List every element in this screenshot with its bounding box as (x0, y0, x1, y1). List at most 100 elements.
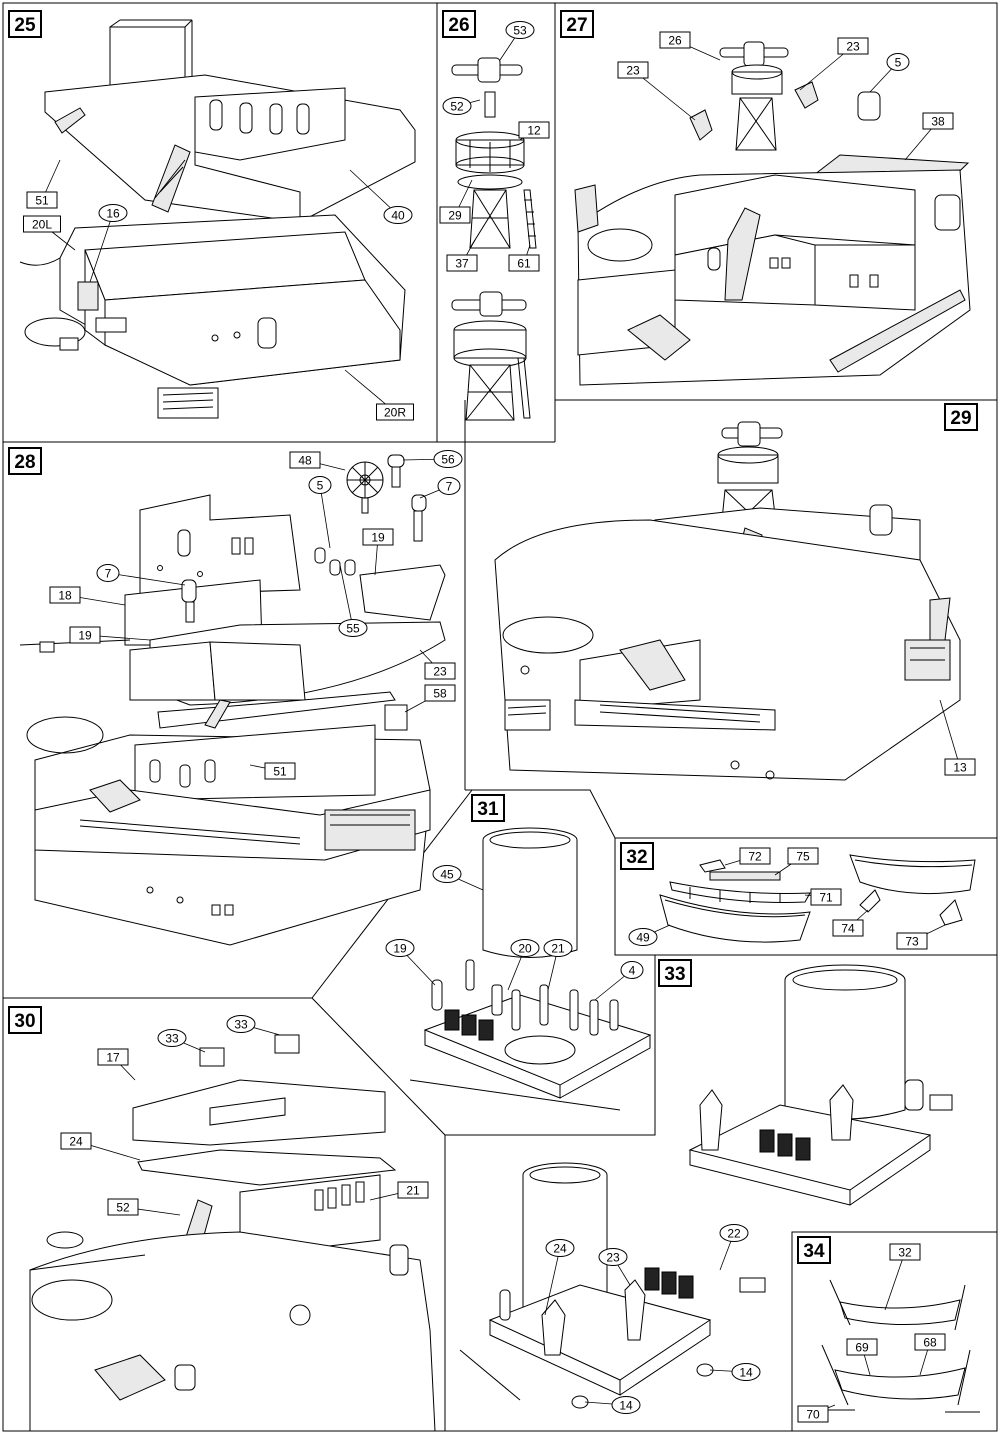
part-number: 56 (441, 453, 455, 467)
part-label-24: 24 (545, 1239, 575, 1257)
part-number: 52 (450, 100, 464, 114)
part-label-71: 71 (810, 888, 842, 906)
step-29-drawing (494, 421, 961, 781)
part-number: 16 (106, 207, 120, 221)
part-number: 14 (739, 1366, 753, 1380)
part-label-21: 21 (543, 939, 573, 957)
part-label-74: 74 (832, 919, 864, 937)
part-number: 68 (923, 1336, 937, 1350)
part-number: 12 (527, 124, 541, 138)
part-number: 33 (165, 1032, 179, 1046)
part-label-12: 12 (518, 121, 550, 139)
part-label-24: 24 (60, 1132, 92, 1150)
part-number: 58 (433, 687, 447, 701)
step-33-box: 33 (658, 959, 692, 987)
part-label-55: 55 (338, 619, 368, 637)
step-28-box: 28 (8, 447, 42, 475)
part-label-75: 75 (787, 847, 819, 865)
part-label-51: 51 (26, 191, 58, 209)
part-label-23: 23 (424, 662, 456, 680)
part-number: 22 (727, 1227, 741, 1241)
step-number: 31 (477, 799, 499, 820)
part-number: 38 (931, 115, 945, 129)
part-label-23: 23 (837, 37, 869, 55)
part-label-21: 21 (397, 1181, 429, 1199)
step-number: 26 (448, 15, 469, 36)
part-label-5: 5 (308, 476, 332, 494)
part-label-38: 38 (922, 112, 954, 130)
step-34-box: 34 (797, 1236, 831, 1264)
part-number: 29 (448, 209, 462, 223)
step-25-drawing (19, 19, 416, 419)
part-number: 49 (636, 931, 650, 945)
part-number: 23 (626, 64, 640, 78)
part-number: 51 (273, 765, 287, 779)
part-label-69: 69 (846, 1338, 878, 1356)
part-label-52: 52 (107, 1198, 139, 1216)
part-label-37: 37 (446, 254, 478, 272)
part-label-40: 40 (383, 206, 413, 224)
step-30-box: 30 (8, 1006, 42, 1034)
step-28-drawing (19, 454, 446, 946)
step-32-box: 32 (620, 842, 654, 870)
part-label-14: 14 (611, 1396, 641, 1414)
part-number: 21 (551, 942, 565, 956)
part-number: 52 (116, 1201, 130, 1215)
part-number: 19 (78, 629, 92, 643)
part-label-32: 32 (889, 1243, 921, 1261)
part-number: 45 (440, 868, 454, 882)
part-label-26: 26 (659, 31, 691, 49)
part-label-7: 7 (437, 477, 461, 495)
step-29-box: 29 (944, 403, 978, 431)
part-label-53: 53 (505, 21, 535, 39)
part-label-23: 23 (598, 1248, 628, 1266)
part-number: 37 (455, 257, 469, 271)
step-33-drawing (459, 964, 953, 1409)
part-label-19: 19 (385, 939, 415, 957)
part-number: 70 (806, 1408, 820, 1422)
leader-line (319, 484, 331, 549)
step-numbers: 25 26 27 28 29 30 31 32 33 34 (8, 10, 978, 1264)
step-number: 34 (803, 1241, 825, 1262)
part-number: 20 (518, 942, 532, 956)
part-number: 23 (606, 1251, 620, 1265)
step-32-drawing (659, 854, 976, 943)
part-number: 75 (796, 850, 810, 864)
part-label-61: 61 (508, 254, 540, 272)
step-27-box: 27 (560, 10, 594, 38)
step-25-box: 25 (8, 10, 42, 38)
part-number: 13 (953, 761, 967, 775)
part-label-56: 56 (433, 450, 463, 468)
part-label-13: 13 (944, 758, 976, 776)
part-label-33: 33 (157, 1029, 187, 1047)
part-number: 20R (384, 406, 406, 420)
step-number: 29 (950, 408, 971, 429)
part-number: 19 (371, 531, 385, 545)
part-label-4: 4 (620, 961, 644, 979)
part-label-33: 33 (226, 1015, 256, 1033)
part-number: 53 (513, 24, 527, 38)
step-30-drawing (29, 1034, 436, 1432)
leader-line (939, 699, 961, 768)
part-label-7: 7 (96, 564, 120, 582)
part-number: 69 (855, 1341, 869, 1355)
part-label-14: 14 (731, 1363, 761, 1381)
part-number: 7 (446, 480, 453, 494)
step-number: 25 (14, 15, 36, 36)
part-number: 23 (433, 665, 447, 679)
part-label-58: 58 (424, 684, 456, 702)
part-number: 71 (819, 891, 833, 905)
part-label-5: 5 (886, 53, 910, 71)
step-number: 28 (14, 452, 35, 473)
part-number: 48 (298, 454, 312, 468)
step-number: 32 (626, 847, 647, 868)
leader-line (544, 1247, 561, 1316)
part-number: 55 (346, 622, 360, 636)
part-number: 18 (58, 589, 72, 603)
part-number: 51 (35, 194, 49, 208)
part-number: 32 (898, 1246, 912, 1260)
part-number: 24 (69, 1135, 83, 1149)
